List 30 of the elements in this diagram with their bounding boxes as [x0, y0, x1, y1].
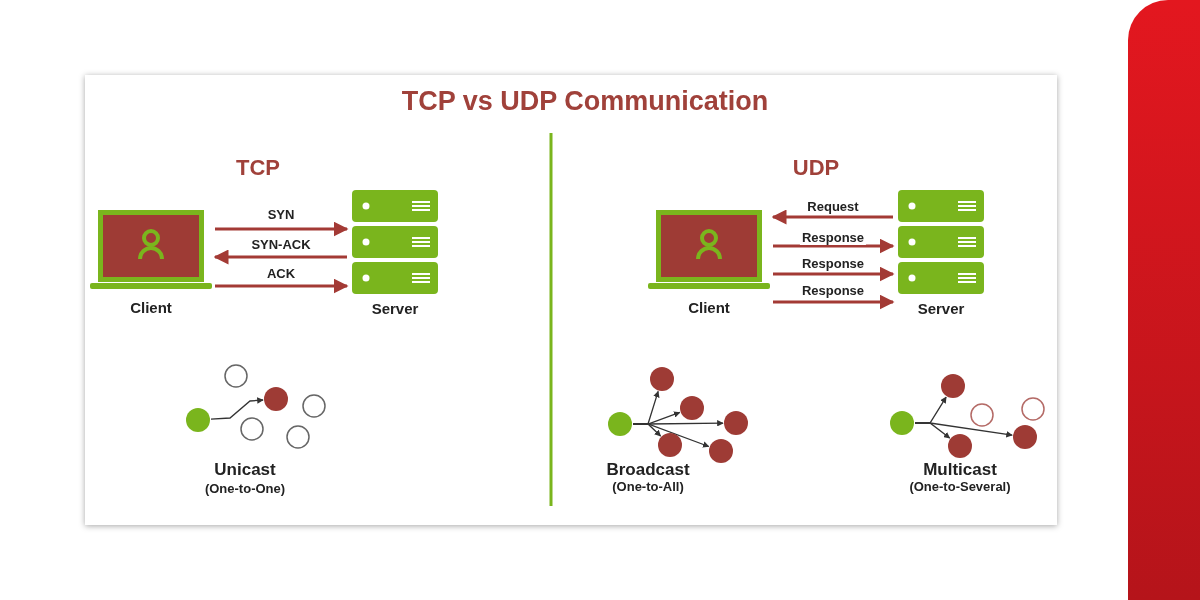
edge-label: Response [799, 230, 867, 245]
edge-label: ACK [264, 266, 298, 281]
caption-subtitle: (One-to-Several) [909, 479, 1011, 494]
arrow [215, 278, 349, 294]
edge-label: SYN [265, 207, 297, 222]
edge-label: Response [799, 283, 867, 298]
caption-subtitle: (One-to-All) [612, 479, 684, 494]
arrow [771, 209, 893, 225]
arrow [773, 238, 895, 254]
node-label: Server [916, 300, 966, 317]
arrow [773, 266, 895, 282]
arrow [210, 397, 264, 420]
edge-label: Request [805, 199, 861, 214]
node-label: Client [687, 299, 731, 316]
diagram-title: TCP vs UDP Communication [401, 86, 769, 117]
caption-subtitle: (One-to-One) [204, 481, 286, 496]
arrow [215, 221, 349, 237]
caption-title: Broadcast [606, 460, 690, 480]
caption-title: Multicast [923, 460, 997, 480]
node-label: Server [370, 300, 420, 317]
section-heading: UDP [792, 155, 840, 181]
arrow [632, 423, 710, 448]
section-heading: TCP [236, 155, 280, 181]
caption-title: Unicast [214, 460, 276, 480]
arrow [773, 294, 895, 310]
node-label: Client [129, 299, 173, 316]
arrow [213, 249, 347, 265]
edge-label: SYN-ACK [249, 237, 313, 252]
edge-label: Response [799, 256, 867, 271]
arrow [914, 422, 1013, 438]
